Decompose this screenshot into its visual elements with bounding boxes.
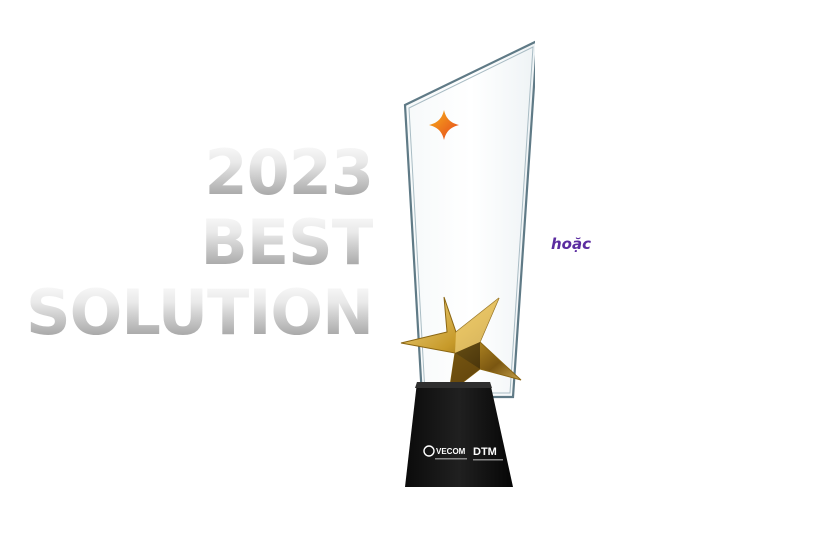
brand-vecom: VECOM: [436, 447, 466, 456]
glass-plate: [403, 40, 535, 399]
headline-year: 2023: [26, 138, 374, 208]
brand-dtm: DTM: [473, 446, 497, 458]
gold-star-icon: [400, 296, 522, 395]
headline-solution: SOLUTION: [26, 276, 374, 349]
base-branding: VECOM DTM: [423, 445, 503, 461]
award-headline: 2023 BEST SOLUTION: [26, 138, 374, 349]
trophy-image: VECOM DTM: [400, 40, 535, 487]
vecom-logo-icon: [423, 445, 435, 457]
star-logo-icon: [429, 110, 459, 140]
or-connector-text: hoặc: [551, 235, 591, 253]
headline-best: BEST: [26, 208, 374, 278]
trophy-base: [405, 382, 513, 487]
